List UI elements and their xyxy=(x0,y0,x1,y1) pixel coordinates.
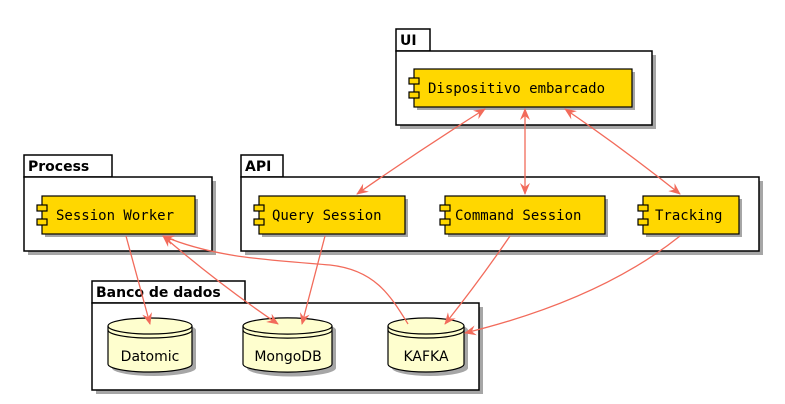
component-dispositivo-embarcado: Dispositivo embarcado xyxy=(408,68,635,110)
package-ui-title: UI xyxy=(400,33,417,49)
component-label: Query Session xyxy=(272,208,382,224)
edge-command-session-kafka xyxy=(444,235,511,325)
component-command-session: Command Session xyxy=(439,195,608,237)
component-icon xyxy=(439,218,451,226)
component-label: Tracking xyxy=(655,208,722,224)
component-icon xyxy=(439,204,451,212)
component-query-session: Query Session xyxy=(253,195,408,237)
package-process-title: Process xyxy=(28,159,89,175)
component-icon xyxy=(408,77,420,85)
package-api-title: API xyxy=(245,159,271,175)
component-icon xyxy=(253,204,265,212)
component-icon xyxy=(36,204,48,212)
component-tracking: Tracking xyxy=(637,195,742,237)
edge-session-worker-mongodb xyxy=(162,235,279,325)
component-icon xyxy=(637,204,649,212)
database-kafka: KAFKA xyxy=(387,317,468,376)
component-label: Dispositivo embarcado xyxy=(428,81,605,97)
component-icon xyxy=(408,91,420,99)
database-label: MongoDB xyxy=(254,349,321,365)
database-label: Datomic xyxy=(121,349,180,365)
edge-dispositivo-query-session xyxy=(356,108,486,195)
edge-session-worker-datomic xyxy=(125,235,152,325)
component-label: Command Session xyxy=(455,208,581,224)
database-mongodb: MongoDB xyxy=(242,317,336,377)
edge-query-session-mongodb xyxy=(299,235,326,325)
component-icon xyxy=(637,218,649,226)
component-icon xyxy=(253,218,265,226)
edges xyxy=(125,108,681,336)
package-database-title: Banco de dados xyxy=(96,285,221,301)
component-label: Session Worker xyxy=(56,208,174,224)
database-datomic: Datomic xyxy=(107,317,196,376)
component-icon xyxy=(36,218,48,226)
edge-tracking-kafka xyxy=(464,235,681,336)
database-label: KAFKA xyxy=(403,349,448,365)
component-session-worker: Session Worker xyxy=(36,195,198,237)
edge-dispositivo-tracking xyxy=(564,108,681,195)
edge-kafka-session-worker xyxy=(162,235,409,325)
